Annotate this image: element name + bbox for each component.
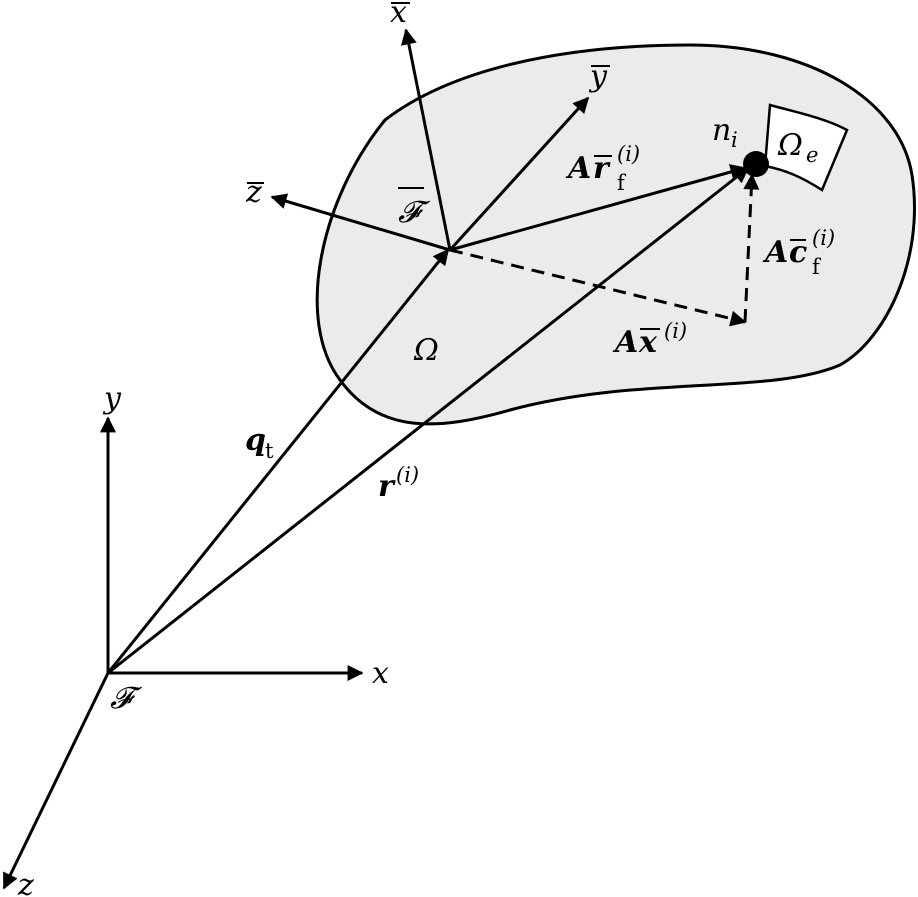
undeformed-position-A: A: [612, 325, 638, 360]
undeformed-position-vector: [449, 248, 747, 327]
finite-element: [763, 103, 849, 192]
inertial-z-label: z: [17, 868, 34, 897]
deformed-position-r: r: [593, 151, 611, 186]
deformation-superscript: (i): [812, 226, 835, 250]
inertial-x-label: x: [372, 656, 389, 691]
deformed-position-superscript: (i): [617, 142, 640, 166]
node-label: n: [712, 113, 731, 148]
body-z-label: z: [245, 175, 262, 210]
node-subscript: i: [731, 128, 738, 152]
translation-label: q: [245, 423, 266, 458]
deformation-subscript: f: [812, 255, 822, 279]
deformed-position-subscript: f: [617, 171, 627, 195]
element-domain-subscript: e: [806, 143, 818, 167]
position-label: r: [378, 469, 396, 504]
element-domain-label: Ω: [777, 128, 803, 163]
position-superscript: (i): [396, 463, 419, 487]
deformed-position-A: A: [565, 151, 591, 186]
body-y-axis: [448, 96, 590, 252]
inertial-z-axis: [2, 672, 110, 890]
inertial-y-label: y: [102, 381, 122, 416]
deformed-position-vector: [449, 164, 747, 252]
body-x-axis: [400, 28, 452, 251]
body-domain-label: Ω: [413, 333, 439, 368]
translation-vector: [106, 248, 450, 674]
node-point: [743, 151, 769, 177]
undeformed-position-x: x: [638, 325, 658, 360]
translation-subscript: t: [265, 439, 274, 463]
inertial-frame-label: 𝓕: [110, 681, 143, 716]
flexible-body: [315, 43, 916, 426]
body-x-label: x: [390, 0, 407, 30]
body-y-label: y: [588, 59, 608, 94]
deformation-vector: [743, 173, 760, 323]
body-z-axis: [270, 193, 451, 252]
deformation-A: A: [762, 235, 788, 270]
position-vector: [107, 166, 750, 675]
undeformed-position-superscript: (i): [664, 319, 687, 343]
deformation-c: c: [789, 235, 807, 270]
